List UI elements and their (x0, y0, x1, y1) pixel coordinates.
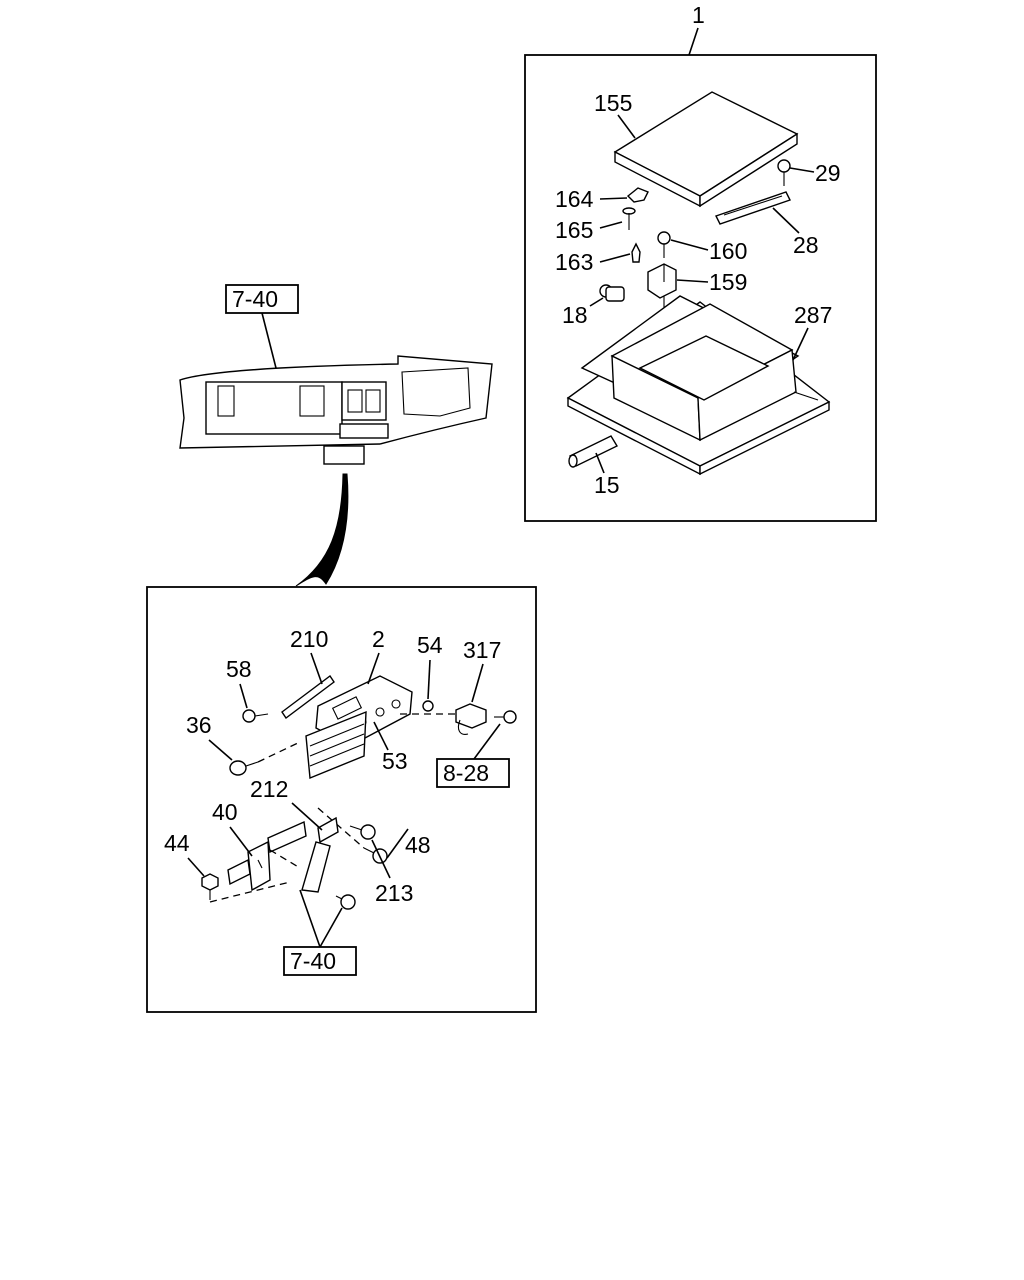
callout-40: 40 (212, 799, 238, 825)
bolt-44-part (201, 873, 219, 900)
ref-dashboard: 7-40 (232, 286, 278, 312)
callout-18: 18 (562, 302, 588, 328)
top-parts-box: 1 155 29 164 28 1 (524, 2, 877, 522)
ref-box-8-28 (436, 758, 510, 788)
bottom-box-frame (146, 586, 537, 1013)
bracket-212-part (301, 816, 339, 893)
bolt-48-part (363, 847, 388, 864)
callout-36: 36 (186, 712, 212, 738)
callout-58: 58 (226, 656, 252, 682)
screw-165-part (622, 207, 636, 230)
callout-210: 210 (290, 626, 328, 652)
callout-29: 29 (815, 160, 841, 186)
bolt-213-part (349, 824, 376, 840)
callout-48: 48 (405, 832, 431, 858)
callout-155: 155 (594, 90, 632, 116)
callout-287: 287 (794, 302, 832, 328)
bolt-bottom-part (335, 894, 356, 910)
knob-18-part (599, 284, 625, 302)
bracket-40-part (227, 820, 307, 892)
callout-165: 165 (555, 217, 593, 243)
bracket-159-part (647, 263, 677, 342)
tube-15-part (568, 435, 618, 468)
callout-164: 164 (555, 186, 594, 212)
lid-part (613, 91, 799, 208)
callout-212: 212 (250, 776, 288, 802)
bottom-parts-box: 210 2 54 317 (146, 586, 537, 1013)
ref-bottom-7-40: 7-40 (290, 948, 336, 974)
callout-53: 53 (382, 748, 408, 774)
screw-right-part (494, 710, 517, 724)
screw-160-part (657, 231, 671, 258)
pin-163-part (631, 242, 641, 263)
callout-160: 160 (709, 238, 747, 264)
strip-210-part (281, 674, 335, 720)
connector-317-part (455, 703, 487, 735)
callout-28: 28 (793, 232, 819, 258)
screw-29-part (777, 159, 791, 186)
connector-swoosh (295, 473, 349, 587)
callout-163: 163 (555, 249, 593, 275)
callout-2: 2 (372, 626, 385, 652)
panel-2-part (305, 675, 413, 780)
tray-287-part (566, 295, 831, 476)
dashboard-part (179, 355, 493, 465)
hinge-strip-part (715, 191, 791, 225)
callout-159: 159 (709, 269, 747, 295)
callout-44: 44 (164, 830, 190, 856)
callout-317: 317 (463, 637, 501, 663)
callout-213: 213 (375, 880, 413, 906)
callout-1: 1 (692, 2, 705, 28)
cap-54-part (422, 700, 434, 712)
dashboard-overview: 7-40 (179, 284, 493, 587)
screw-36-part (229, 760, 259, 776)
clip-164-part (626, 187, 649, 203)
callout-15: 15 (594, 472, 620, 498)
callout-54: 54 (417, 632, 443, 658)
top-box-frame (524, 54, 877, 522)
ref-8-28: 8-28 (443, 760, 489, 786)
screw-58-part (242, 709, 269, 723)
